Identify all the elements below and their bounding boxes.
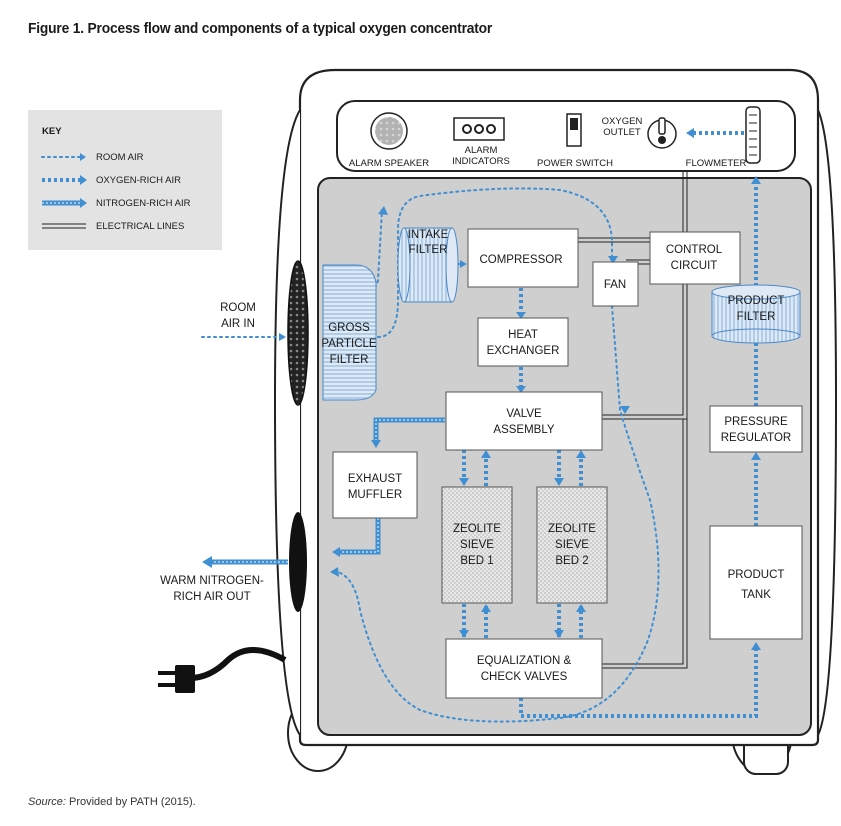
flowmeter-label: FLOWMETER <box>686 158 747 169</box>
figure-title: Figure 1. Process flow and components of… <box>28 20 493 37</box>
alarm-indicators-label-1: ALARM <box>465 145 498 156</box>
room-air-in-label-2: AIR IN <box>221 318 255 330</box>
intake-filter: INTAKE FILTER <box>397 227 459 303</box>
flowmeter[interactable]: FLOWMETER <box>686 106 761 169</box>
gross-particle-filter: GROSS PARTICLE FILTER <box>321 264 377 401</box>
key-label-nitrogen-rich: NITROGEN-RICH AIR <box>96 198 191 209</box>
oxygen-outlet[interactable]: OXYGEN OUTLET <box>602 116 677 149</box>
zeolite-2-label-1: ZEOLITE <box>548 523 596 535</box>
product-tank: PRODUCT TANK <box>709 525 803 640</box>
zeolite-1-label-1: ZEOLITE <box>453 523 501 535</box>
room-air-in-label-1: ROOM <box>220 302 256 314</box>
intake-grille <box>287 260 309 406</box>
key-label-oxygen-rich: OXYGEN-RICH AIR <box>96 175 181 186</box>
control-circuit: CONTROL CIRCUIT <box>649 231 741 285</box>
valve-assembly: VALVE ASSEMBLY <box>445 391 603 451</box>
zeolite-sieve-bed-1: ZEOLITE SIEVE BED 1 <box>441 486 513 604</box>
zeolite-2-label-2: SIEVE <box>555 539 589 551</box>
key-label-room-air: ROOM AIR <box>96 152 144 163</box>
warm-out-label-1: WARM NITROGEN- <box>160 575 264 587</box>
product-tank-label-1: PRODUCT <box>728 569 785 581</box>
key-label-electrical: ELECTRICAL LINES <box>96 221 184 232</box>
key-item-electrical: ELECTRICAL LINES <box>42 221 184 232</box>
oxygen-outlet-label-1: OXYGEN <box>602 116 643 127</box>
source-text: Provided by PATH (2015). <box>65 796 196 808</box>
heat-exchanger-label-2: EXCHANGER <box>487 345 560 357</box>
zeolite-sieve-bed-2: ZEOLITE SIEVE BED 2 <box>536 486 608 604</box>
valve-assembly-label-1: VALVE <box>506 408 542 420</box>
power-plug-icon <box>158 647 287 693</box>
product-tank-label-2: TANK <box>741 589 771 601</box>
key-item-room-air: ROOM AIR <box>41 152 144 163</box>
heat-exchanger: HEAT EXCHANGER <box>477 317 569 367</box>
warm-nitrogen-out-label: WARM NITROGEN- RICH AIR OUT <box>160 575 264 603</box>
product-filter-label-2: FILTER <box>737 311 776 323</box>
key-heading: KEY <box>42 126 62 137</box>
nitrogen-rich-flows <box>202 417 445 568</box>
key-legend: KEY ROOM AIR OXYGEN-RICH AIR NITROGEN-RI… <box>28 110 222 250</box>
product-filter: PRODUCT FILTER <box>711 284 801 344</box>
source-note: Source: Provided by PATH (2015). <box>28 796 196 808</box>
exhaust-muffler-label-1: EXHAUST <box>348 473 402 485</box>
oxygen-rich-flows <box>459 128 761 718</box>
key-item-oxygen-rich: OXYGEN-RICH AIR <box>42 175 181 186</box>
electrical-lines <box>578 171 688 669</box>
heat-exchanger-label-1: HEAT <box>508 329 538 341</box>
zeolite-1-label-3: BED 1 <box>460 555 493 567</box>
exhaust-muffler-label-2: MUFFLER <box>348 489 402 501</box>
alarm-indicators-label-2: INDICATORS <box>452 156 510 167</box>
gross-filter-label-1: GROSS <box>328 322 370 334</box>
equalization-label-1: EQUALIZATION & <box>477 655 572 667</box>
key-item-nitrogen-rich: NITROGEN-RICH AIR <box>42 198 191 209</box>
alarm-indicators: ALARM INDICATORS <box>452 117 510 167</box>
warm-out-label-2: RICH AIR OUT <box>173 591 250 603</box>
room-air-in-label: ROOM AIR IN <box>220 302 256 330</box>
equalization-check-valves: EQUALIZATION & CHECK VALVES <box>445 638 603 699</box>
exhaust-muffler: EXHAUST MUFFLER <box>332 451 418 519</box>
power-switch-label: POWER SWITCH <box>537 158 613 169</box>
alarm-speaker: ALARM SPEAKER <box>349 112 429 169</box>
exhaust-grille <box>289 512 307 612</box>
power-switch[interactable]: POWER SWITCH <box>537 113 613 169</box>
intake-filter-label-2: FILTER <box>409 244 448 256</box>
alarm-speaker-label: ALARM SPEAKER <box>349 158 429 169</box>
control-circuit-label-1: CONTROL <box>666 244 723 256</box>
valve-assembly-label-2: ASSEMBLY <box>493 424 554 436</box>
control-circuit-label-2: CIRCUIT <box>671 260 718 272</box>
pressure-regulator-label-2: REGULATOR <box>721 432 792 444</box>
fan-label: FAN <box>604 279 626 291</box>
gross-filter-label-3: FILTER <box>330 354 369 366</box>
zeolite-2-label-3: BED 2 <box>555 555 588 567</box>
compressor: COMPRESSOR <box>467 228 579 288</box>
oxygen-outlet-label-2: OUTLET <box>603 127 641 138</box>
compressor-label: COMPRESSOR <box>479 254 562 266</box>
pressure-regulator-label-1: PRESSURE <box>724 416 788 428</box>
fan: FAN <box>592 261 639 307</box>
equalization-label-2: CHECK VALVES <box>481 671 568 683</box>
intake-filter-label-1: INTAKE <box>408 229 449 241</box>
pressure-regulator: PRESSURE REGULATOR <box>709 405 803 453</box>
product-filter-label-1: PRODUCT <box>728 295 785 307</box>
source-label: Source: <box>28 796 66 808</box>
zeolite-1-label-2: SIEVE <box>460 539 494 551</box>
gross-filter-label-2: PARTICLE <box>321 338 377 350</box>
